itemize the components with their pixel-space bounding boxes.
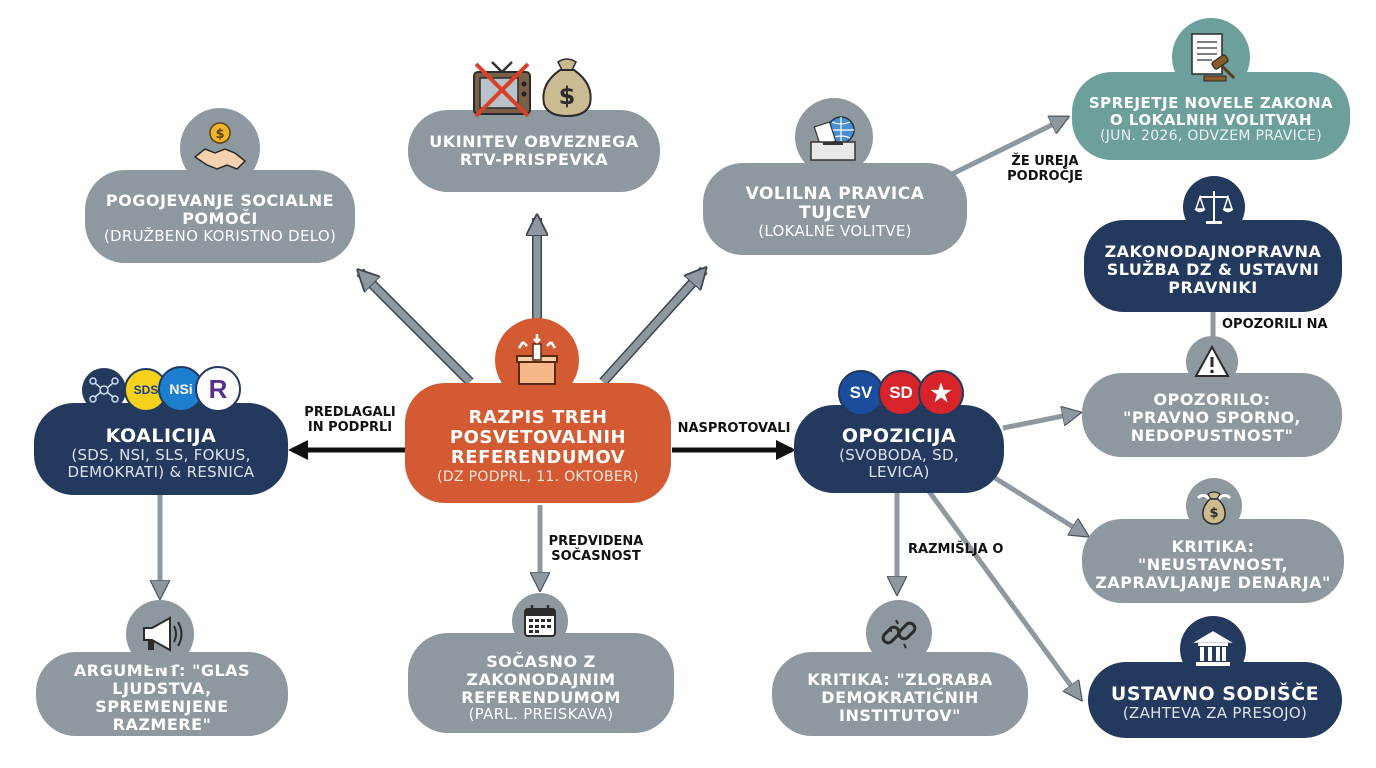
edge-label-planned: PREDVIDENA SOČASNOST xyxy=(548,534,644,564)
law-amendment-title: SPREJETJE NOVELE ZAKONA O LOKALNIH VOLIT… xyxy=(1088,94,1334,130)
edge-label-opposed: NASPROTOVALI xyxy=(677,421,791,436)
center-title: RAZPIS TREH POSVETOVALNIH REFERENDUMOV xyxy=(449,406,627,469)
courthouse-icon xyxy=(1180,616,1246,682)
megaphone-icon xyxy=(126,600,194,668)
ballot-box-icon xyxy=(495,318,579,402)
arrow-center-to-foreigners xyxy=(599,270,704,386)
social-aid-subtitle: (DRUŽBENO KORISTNO DELO) xyxy=(103,227,337,245)
handshake-money-icon: $ xyxy=(180,108,260,188)
flying-money-icon: $ xyxy=(1186,478,1242,534)
warning-icon xyxy=(1186,336,1238,388)
center-node[interactable]: RAZPIS TREH POSVETOVALNIH REFERENDUMOV (… xyxy=(405,383,671,503)
legal-service-node[interactable]: ZAKONODAJNOPRAVNA SLUŽBA DZ & USTAVNI PR… xyxy=(1084,220,1342,312)
edge-label-considering: RAZMIŠLJA O xyxy=(908,542,1004,557)
rtv-node[interactable]: UKINITEV OBVEZNEGA RTV-PRISPEVKA xyxy=(408,110,660,192)
foreigners-vote-title: VOLILNA PRAVICA TUJCEV xyxy=(745,183,925,223)
edge-label-warned: OPOZORILI NA xyxy=(1222,317,1328,332)
critique-money-title: KRITIKA: "NEUSTAVNOST, ZAPRAVLJANJE DENA… xyxy=(1095,537,1331,592)
center-subtitle: (DZ PODPRL, 11. OKTOBER) xyxy=(437,469,639,486)
simultaneous-title: SOČASNO Z ZAKONODAJNIM REFERENDUMOM xyxy=(461,651,621,707)
argument-title: ARGUMENT: "GLAS LJUDSTVA, SPREMENJENE RA… xyxy=(73,661,251,734)
simultaneous-subtitle: (PARL. PREISKAVA) xyxy=(468,705,614,724)
resnica-badge: R xyxy=(195,366,241,412)
coalition-node[interactable]: KOALICIJA (SDS, NSI, SLS, FOKUS, DEMOKRA… xyxy=(34,403,288,495)
warning-title: OPOZORILO: "PRAVNO SPORNO, NEDOPUSTNOST" xyxy=(1122,390,1301,445)
social-aid-title: POGOJEVANJE SOCIALNE POMOČI xyxy=(105,191,335,229)
network-icon xyxy=(82,368,126,412)
simultaneous-node[interactable]: SOČASNO Z ZAKONODAJNIM REFERENDUMOM (PAR… xyxy=(408,633,674,733)
arrow-opposition-to-money xyxy=(993,475,1086,535)
legal-service-title: ZAKONODAJNOPRAVNA SLUŽBA DZ & USTAVNI PR… xyxy=(1104,242,1322,297)
critique-democracy-node[interactable]: KRITIKA: "ZLORABA DEMOKRATIČNIH INSTITUT… xyxy=(772,652,1028,736)
arrow-center-to-social xyxy=(360,272,474,386)
svg-text:$: $ xyxy=(559,82,576,110)
arrow-opposition-to-court xyxy=(925,488,1080,698)
critique-democracy-title: KRITIKA: "ZLORABA DEMOKRATIČNIH INSTITUT… xyxy=(807,670,993,725)
law-amendment-node[interactable]: SPREJETJE NOVELE ZAKONA O LOKALNIH VOLIT… xyxy=(1072,72,1350,160)
svg-text:$: $ xyxy=(1209,506,1218,521)
law-amendment-subtitle: (JUN. 2026, ODVZEM PRAVICE) xyxy=(1099,127,1322,144)
crossed-tv-icon xyxy=(470,56,534,120)
svg-text:$: $ xyxy=(215,127,224,142)
nsi-badge: NSi xyxy=(158,366,204,412)
coalition-title: KOALICIJA xyxy=(105,424,217,447)
foreigners-vote-subtitle: (LOKALNE VOLITVE) xyxy=(758,221,912,240)
arrow-opposition-to-warning xyxy=(1002,413,1078,431)
rtv-title: UKINITEV OBVEZNEGA RTV-PRISPEVKA xyxy=(429,132,639,169)
money-bag-icon: $ xyxy=(538,54,596,120)
broken-chain-icon xyxy=(866,600,932,666)
ballot-globe-icon xyxy=(795,98,873,176)
opposition-title: OPOZICIJA xyxy=(841,424,957,447)
calendar-icon xyxy=(512,593,568,649)
constitutional-court-title: USTAVNO SODIŠČE xyxy=(1110,682,1320,705)
opposition-node[interactable]: OPOZICIJA (SVOBODA, SD, LEVICA) xyxy=(794,405,1004,493)
constitutional-court-subtitle: (ZAHTEVA ZA PRESOJO) xyxy=(1122,704,1308,723)
edge-label-already: ŽE UREJA PODROČJE xyxy=(1007,154,1083,184)
scales-icon xyxy=(1183,176,1245,238)
levica-badge: ★ xyxy=(918,370,964,416)
arrow-foreigners-to-law xyxy=(946,118,1066,179)
foreigners-vote-node[interactable]: VOLILNA PRAVICA TUJCEV (LOKALNE VOLITVE) xyxy=(703,163,967,255)
edge-label-proposed: PREDLAGALI IN PODPRLI xyxy=(304,405,396,435)
opposition-subtitle: (SVOBODA, SD, LEVICA) xyxy=(839,445,959,481)
document-gavel-icon xyxy=(1172,18,1250,96)
coalition-subtitle: (SDS, NSI, SLS, FOKUS, DEMOKRATI) & RESN… xyxy=(67,445,255,481)
